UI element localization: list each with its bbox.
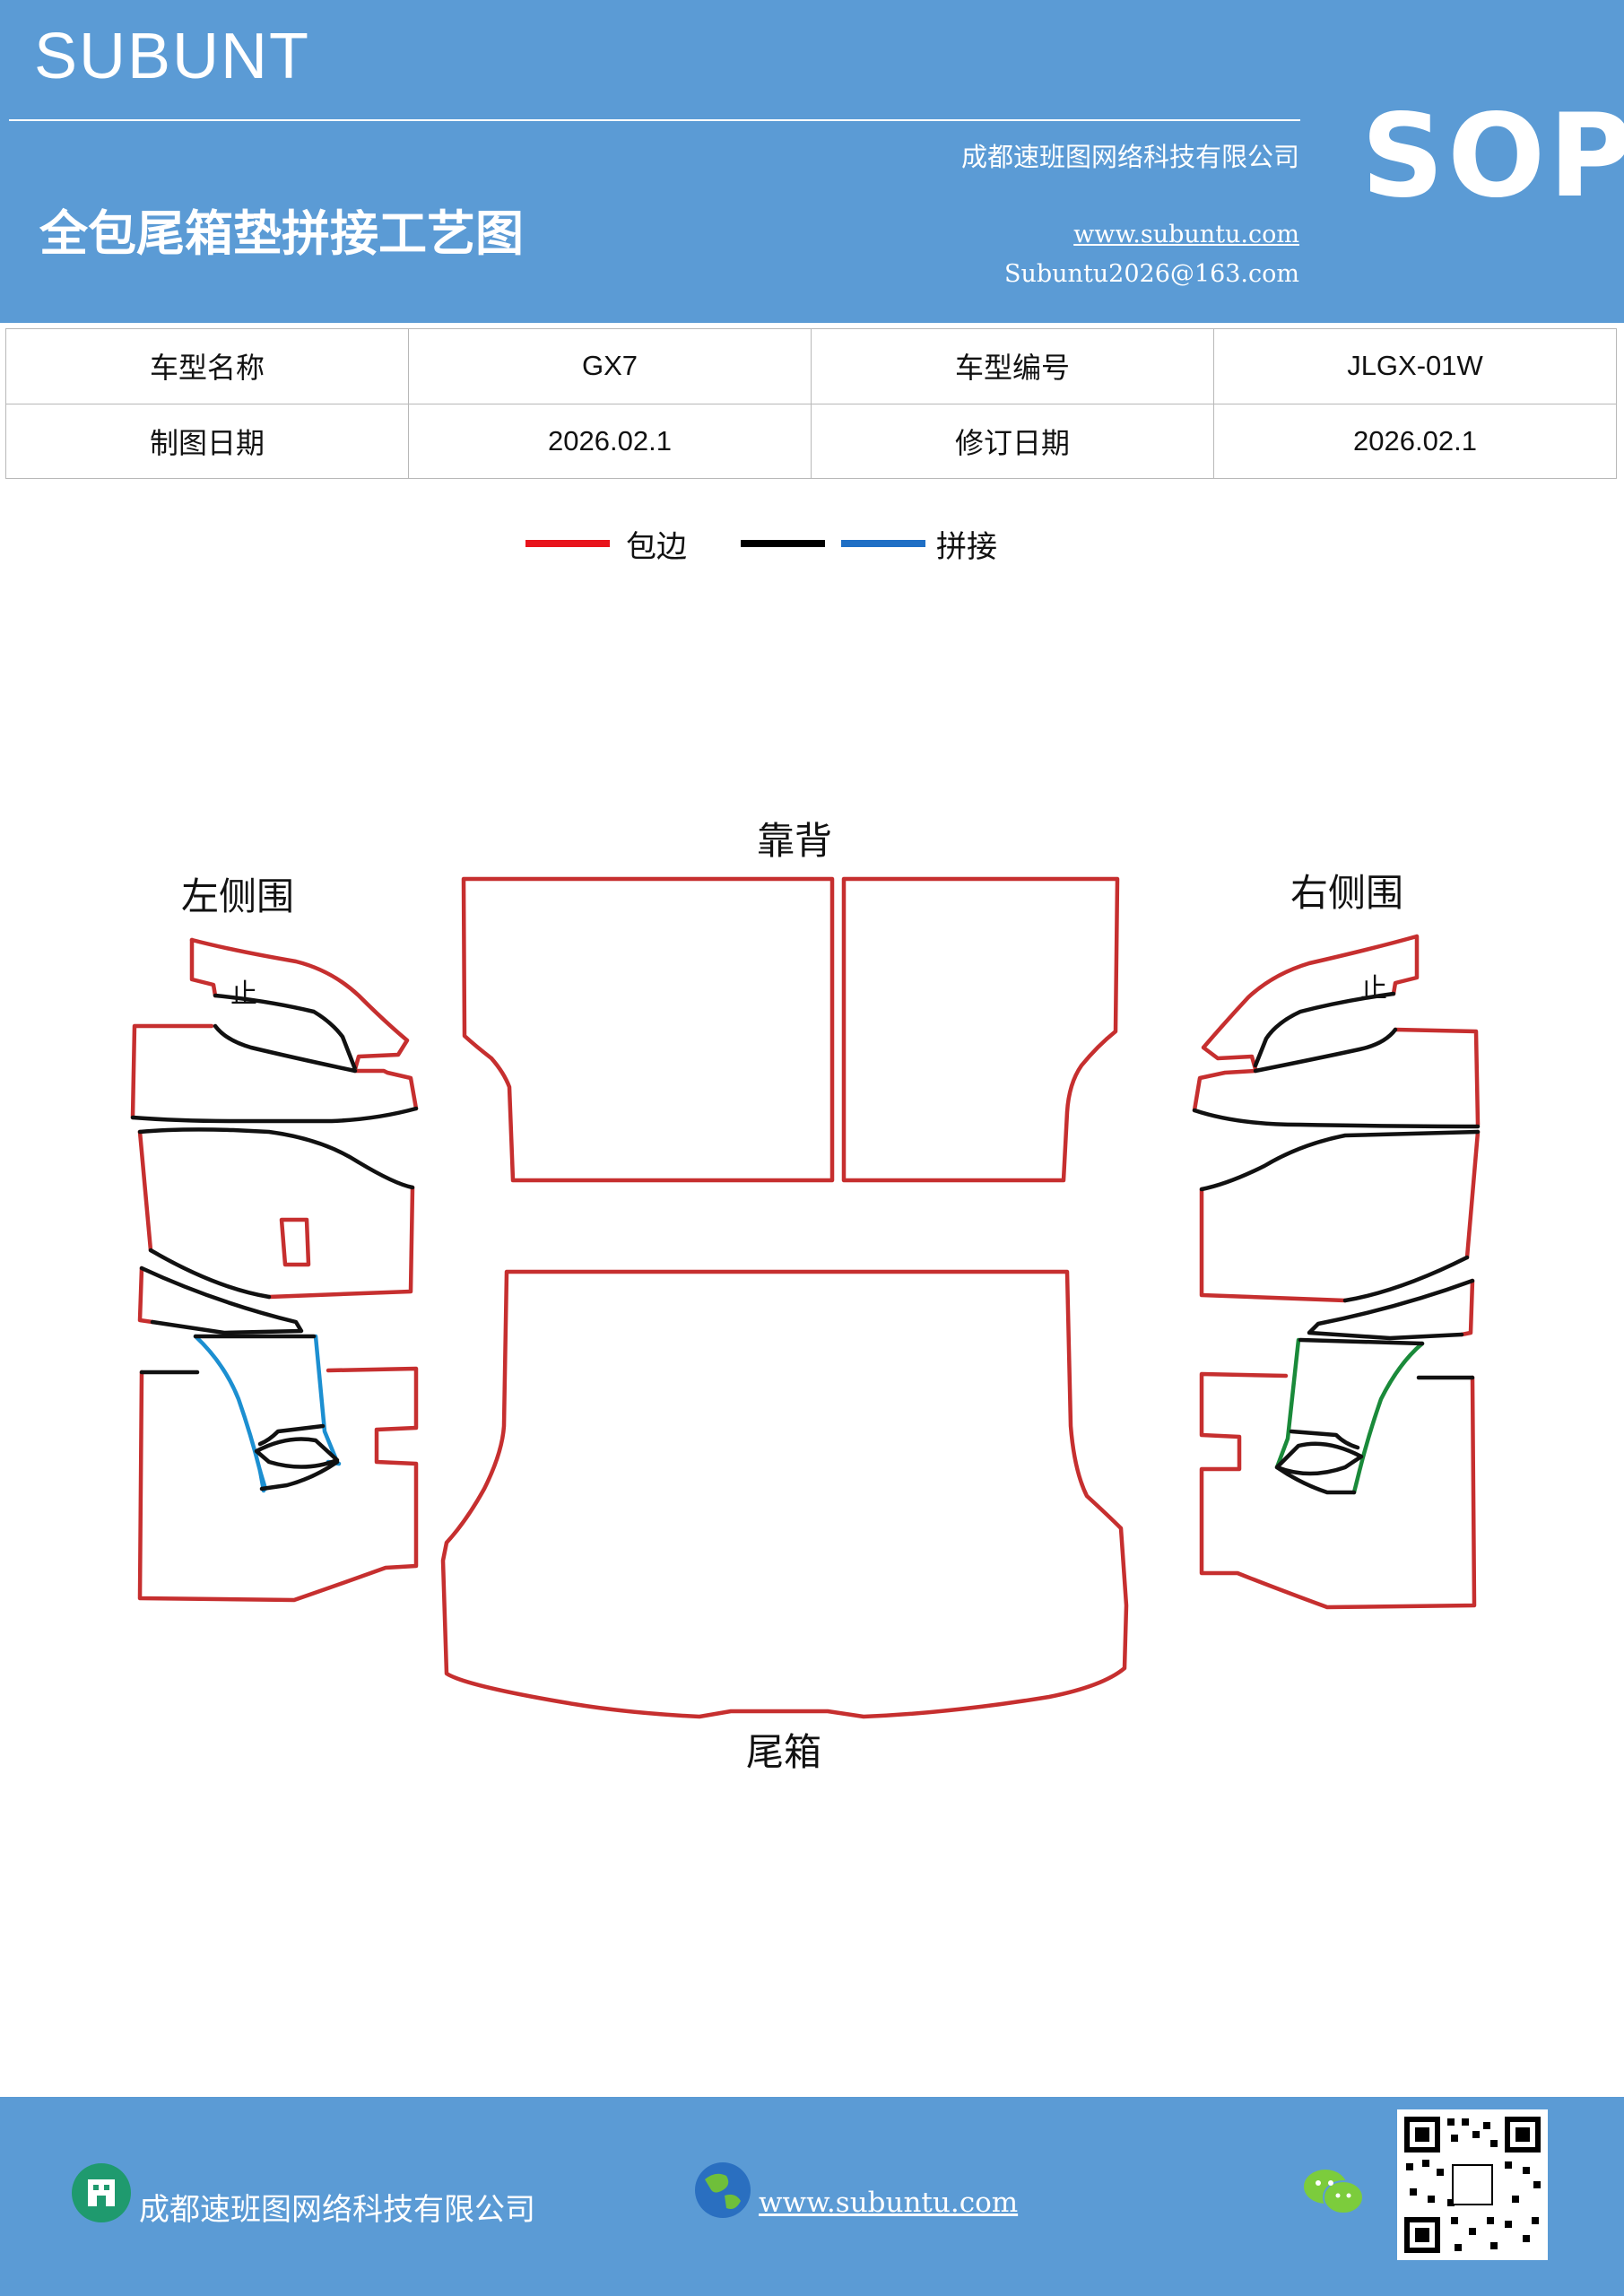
document-title: 全包尾箱垫拼接工艺图 — [39, 205, 524, 262]
info-table: 车型名称 GX7 车型编号 JLGX-01W 制图日期 2026.02.1 修订… — [5, 328, 1617, 479]
model-name-value: GX7 — [408, 328, 812, 404]
legend-splice-swatch — [841, 540, 925, 547]
table-row: 制图日期 2026.02.1 修订日期 2026.02.1 — [5, 403, 1617, 479]
revise-date-value: 2026.02.1 — [1213, 403, 1617, 479]
left-strip-top-edge — [189, 937, 410, 1072]
backrest-label: 靠背 — [757, 819, 832, 863]
left-strip-top — [189, 937, 218, 998]
revise-date-label: 修订日期 — [811, 403, 1214, 479]
model-code-value: JLGX-01W — [1213, 328, 1617, 404]
left-panel-middle — [137, 1129, 415, 1300]
left-strip-second-seam — [130, 1023, 419, 1124]
model-code-label: 车型编号 — [811, 328, 1214, 404]
legend-hem-label: 包边 — [626, 529, 687, 565]
building-icon — [72, 2163, 131, 2222]
trunk-floor-panel — [440, 1269, 1129, 1719]
trunk-label: 尾箱 — [746, 1730, 821, 1774]
left-strip-fourth — [137, 1265, 155, 1325]
right-strip-second-seam — [1192, 1027, 1481, 1129]
left-side-label: 左侧围 — [181, 874, 294, 918]
legend: 包边 拼接 — [0, 518, 1624, 572]
footer-banner: 成都速班图网络科技有限公司 www.subuntu.com — [0, 2097, 1624, 2296]
company-name: 成都速班图网络科技有限公司 — [960, 142, 1299, 172]
right-strip-top-seam — [1253, 991, 1396, 1068]
draw-date-value: 2026.02.1 — [408, 403, 812, 479]
backrest-left-panel — [461, 876, 835, 1183]
backrest-right-panel — [841, 876, 1120, 1183]
right-side-label: 右侧围 — [1290, 871, 1403, 915]
right-strip-fourth-seam — [1307, 1278, 1475, 1341]
website-link[interactable]: www.subuntu.com — [1073, 221, 1299, 248]
draw-date-label: 制图日期 — [5, 403, 409, 479]
right-splice-line — [1274, 1337, 1425, 1495]
footer-company-name: 成都速班图网络科技有限公司 — [139, 2192, 535, 2228]
left-strip-top-seam — [213, 993, 358, 1072]
header-banner: SUBUNT 成都速班图网络科技有限公司 全包尾箱垫拼接工艺图 www.subu… — [0, 0, 1624, 323]
legend-seam-swatch — [741, 540, 825, 547]
right-panel-bottom — [1199, 1371, 1477, 1610]
left-strip-second — [130, 1023, 419, 1120]
table-row: 车型名称 GX7 车型编号 JLGX-01W — [5, 328, 1617, 404]
left-stop-mark: 止 — [230, 978, 257, 1010]
footer-website-link[interactable]: www.subuntu.com — [759, 2187, 1019, 2219]
header-divider — [9, 119, 1300, 121]
left-panel-bottom — [137, 1366, 419, 1603]
left-panel-middle-seam — [137, 1127, 415, 1300]
qr-code — [1397, 2109, 1548, 2260]
right-panel-middle-seam — [1199, 1129, 1481, 1303]
globe-icon — [695, 2162, 751, 2218]
left-strip-fourth-seam — [139, 1265, 304, 1335]
wechat-icon — [1304, 2170, 1364, 2214]
right-panel-middle — [1199, 1129, 1481, 1303]
brand-logo-text: SUBUNT — [34, 21, 311, 92]
right-splice-seam — [1274, 1337, 1425, 1495]
right-strip-second — [1192, 1027, 1481, 1127]
left-splice-line — [193, 1334, 340, 1492]
legend-hem-swatch — [525, 540, 610, 547]
legend-splice-label: 拼接 — [936, 529, 997, 565]
sop-badge: SOP — [1361, 90, 1624, 223]
left-splice-seam — [193, 1334, 340, 1492]
right-strip-fourth — [1459, 1278, 1475, 1337]
right-strip-top — [1201, 934, 1420, 1072]
model-name-label: 车型名称 — [5, 328, 409, 404]
email-address: Subuntu2026@163.com — [1004, 260, 1299, 288]
